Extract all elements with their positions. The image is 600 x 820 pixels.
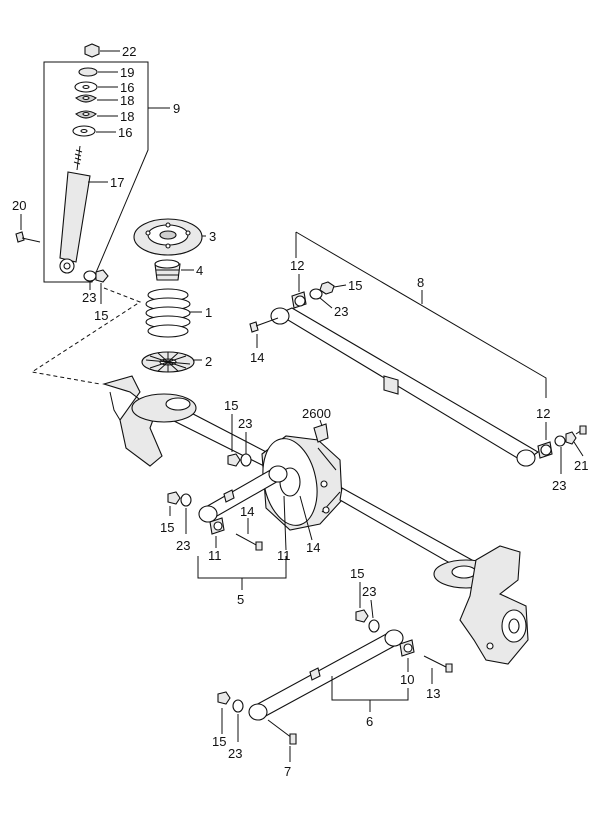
coil-spring-1 (145, 288, 191, 338)
bolt-13 (423, 655, 453, 673)
callout-18: 18 (120, 93, 134, 108)
bolt-14a (249, 317, 279, 333)
callout-1: 1 (205, 305, 212, 320)
washer-23d (240, 453, 252, 467)
callout-23: 23 (362, 584, 376, 599)
callout-18: 18 (120, 109, 134, 124)
callout-15: 15 (94, 308, 108, 323)
callout-4: 4 (196, 263, 203, 278)
callout-12: 12 (290, 258, 304, 273)
callout-23: 23 (228, 746, 242, 761)
shock-absorber-group (15, 43, 170, 385)
bolt-7 (267, 719, 297, 745)
callout-22: 22 (122, 44, 136, 59)
callout-labels: 22 19 16 18 18 16 9 17 20 3 4 1 2 23 15 … (12, 44, 588, 779)
nut-15d (167, 491, 181, 505)
spring-group (133, 218, 206, 373)
callout-15: 15 (212, 734, 226, 749)
callout-3: 3 (209, 229, 216, 244)
callout-23: 23 (82, 290, 96, 305)
callout-14: 14 (240, 504, 254, 519)
lower-control-arm-6 (248, 629, 404, 721)
nut-15f (217, 691, 231, 705)
lateral-rod-group (249, 231, 587, 474)
callout-23: 23 (176, 538, 190, 553)
callout-11: 11 (277, 548, 291, 563)
callout-5: 5 (237, 592, 244, 607)
washer-23f (368, 619, 380, 633)
bolt-20 (15, 231, 41, 243)
callout-14: 14 (306, 540, 320, 555)
nut-15c (227, 453, 241, 467)
callout-7: 7 (284, 764, 291, 779)
callout-15: 15 (350, 566, 364, 581)
shock-absorber-17 (59, 145, 91, 274)
callout-12: 12 (536, 406, 550, 421)
nut-15b (319, 281, 335, 295)
nut-21 (565, 431, 577, 445)
nut-22 (84, 43, 100, 58)
nut-15a (95, 269, 109, 283)
callout-13: 13 (426, 686, 440, 701)
callout-10: 10 (400, 672, 414, 687)
group-bracket-9 (43, 61, 149, 283)
rear-axle-housing (102, 375, 529, 665)
callout-2: 2 (205, 354, 212, 369)
callout-23: 23 (552, 478, 566, 493)
callout-8: 8 (417, 275, 424, 290)
group-bracket-8 (295, 231, 547, 398)
bolt-14b (235, 533, 263, 551)
group-bracket-6 (331, 676, 409, 701)
callout-20: 20 (12, 198, 26, 213)
spring-insulator-2 (141, 351, 195, 373)
bushing-10 (399, 639, 415, 657)
callout-23: 23 (334, 304, 348, 319)
nut-15e (355, 609, 369, 623)
washer-23b (309, 288, 323, 300)
bushing-11a (209, 517, 225, 535)
callout-17: 17 (110, 175, 124, 190)
callout-16: 16 (120, 80, 134, 95)
washer-19 (78, 67, 98, 77)
callout-15: 15 (160, 520, 174, 535)
bump-stopper-4 (154, 259, 181, 281)
washer-23e (180, 493, 192, 507)
callout-15: 15 (348, 278, 362, 293)
callout-16: 16 (118, 125, 132, 140)
callout-23: 23 (238, 416, 252, 431)
callout-6: 6 (366, 714, 373, 729)
lateral-rod-8 (270, 307, 540, 467)
callout-15: 15 (224, 398, 238, 413)
callout-2600: 2600 (302, 406, 331, 421)
upper-control-arm-5 (198, 465, 288, 523)
bushing-12a (291, 291, 307, 309)
washer-23a (83, 270, 97, 282)
callout-11: 11 (208, 548, 222, 563)
callout-21: 21 (574, 458, 588, 473)
washer-23c (554, 435, 566, 447)
bolt-21 (575, 425, 587, 435)
callout-9: 9 (173, 101, 180, 116)
callout-14: 14 (250, 350, 264, 365)
spring-seat-3 (133, 218, 203, 256)
callout-19: 19 (120, 65, 134, 80)
bushing-12b (537, 441, 553, 459)
washer-23g (232, 699, 244, 713)
